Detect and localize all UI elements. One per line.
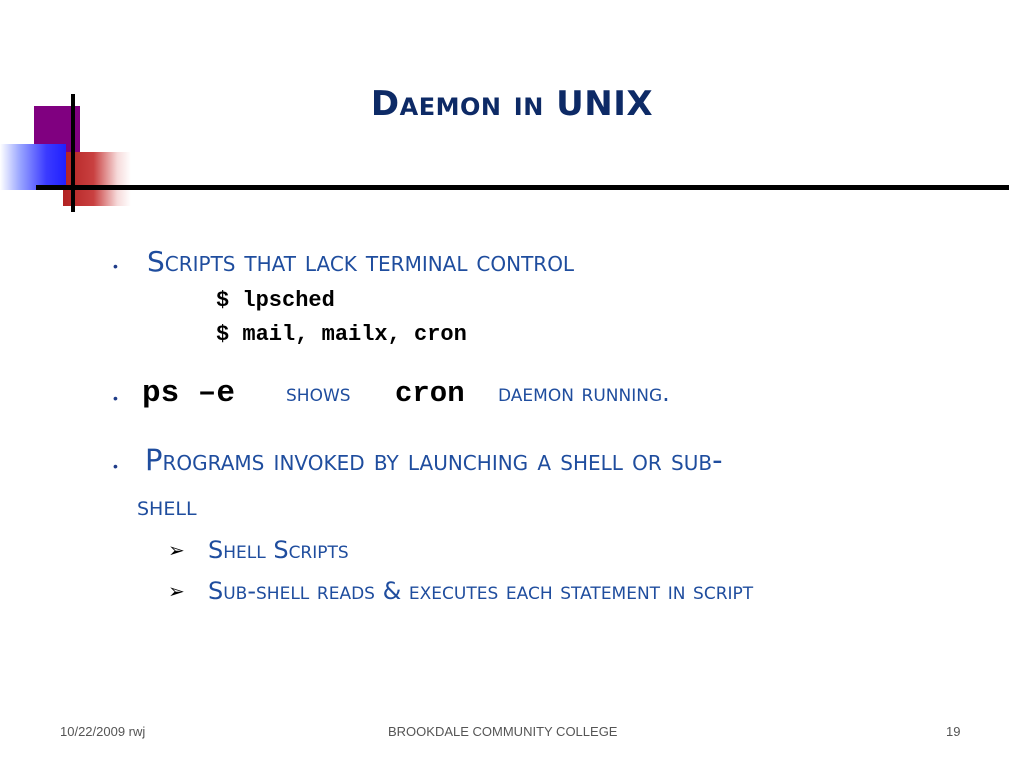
code-ps-e: ps –e: [142, 376, 236, 411]
bullet-marker-1: •: [113, 258, 118, 274]
code-lpsched: $ lpsched: [216, 288, 335, 313]
footer-organization: BROOKDALE COMMUNITY COLLEGE: [388, 724, 618, 739]
code-mail: $ mail, mailx, cron: [216, 322, 467, 347]
title-daemon-in: Daemon in: [370, 84, 544, 124]
sub-bullet-subshell-reads: Sub-shell reads & executes each statemen…: [208, 577, 754, 605]
footer-page-number: 19: [946, 724, 961, 739]
title-underline-rule: [36, 185, 1009, 190]
bullet-1-text: Scripts that lack terminal control: [147, 245, 575, 278]
sub-bullet-shell-scripts: Shell Scripts: [208, 536, 349, 564]
arrow-bullet-icon: ➢: [168, 538, 185, 562]
slide-title: Daemon in UNIX: [0, 84, 1024, 124]
bullet-marker-3: •: [113, 458, 118, 474]
bullet-2-text-shows: shows: [286, 379, 351, 407]
footer-date: 10/22/2009 rwj: [60, 724, 146, 739]
blue-gradient-decoration: [0, 144, 66, 190]
bullet-marker-2: •: [113, 390, 118, 406]
code-cron: cron: [395, 377, 465, 410]
bullet-3-text-line2: shell: [137, 491, 197, 522]
title-unix: UNIX: [556, 84, 654, 124]
bullet-3-text-line1: Programs invoked by launching a shell or…: [145, 443, 723, 477]
bullet-2-text-daemon: daemon running.: [498, 379, 670, 407]
arrow-bullet-icon: ➢: [168, 579, 185, 603]
vertical-rule: [71, 94, 75, 212]
